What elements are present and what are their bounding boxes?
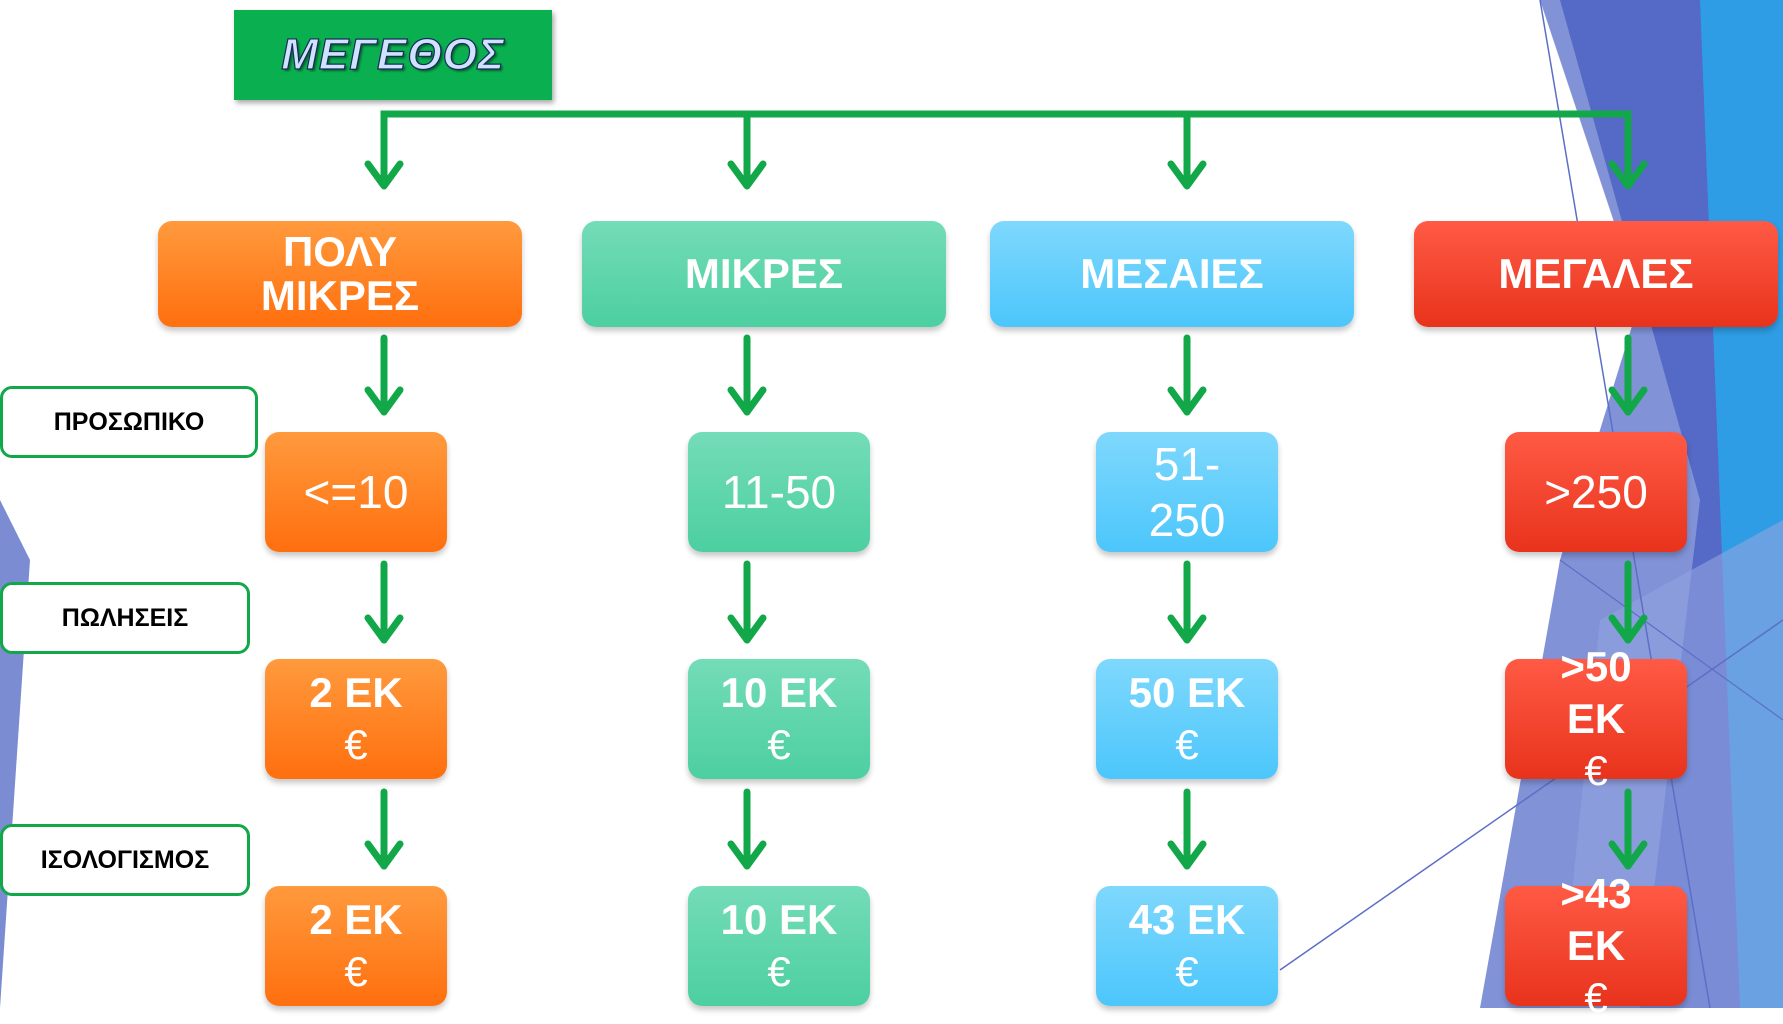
arrowhead [1167,160,1207,190]
row-label-balance: ΙΣΟΛΟΓΙΣΜΟΣ [0,824,250,896]
category-very-small: ΠΟΛΥ ΜΙΚΡΕΣ [158,221,522,327]
arrowhead [1608,614,1648,644]
value-text: 50 ΕΚ [1128,669,1246,716]
arrowhead [364,614,404,644]
arrowhead [1608,840,1648,870]
value-text-line1: >43 [1560,870,1632,917]
sales-value-medium: 50 ΕΚ € [1096,659,1278,779]
sales-value-very-small: 2 ΕΚ € [265,659,447,779]
arrowhead [1167,840,1207,870]
value-text-line1: 51- [1153,438,1221,490]
arrowhead [727,386,767,416]
category-label: ΜΕΓΑΛΕΣ [1498,250,1694,297]
arrowhead [727,160,767,190]
category-large: ΜΕΓΑΛΕΣ [1414,221,1778,327]
title-box: ΜΕΓΕΘΟΣ [234,10,552,100]
euro-unit: € [767,948,791,995]
balance-value-large: >43 ΕΚ € [1505,870,1687,1021]
euro-unit: € [1584,747,1608,794]
category-medium: ΜΕΣΑΙΕΣ [990,221,1354,327]
category-label-line2: ΜΙΚΡΕΣ [260,272,420,319]
value-text: <=10 [303,466,409,518]
category-label: ΜΙΚΡΕΣ [684,250,844,297]
balance-value-small: 10 ΕΚ € [688,886,870,1006]
staff-value-large: >250 [1505,432,1687,552]
value-text: 10 ΕΚ [720,896,838,943]
value-text: 2 ΕΚ [309,669,403,716]
euro-unit: € [1175,948,1199,995]
arrowhead [364,840,404,870]
value-text: >250 [1544,466,1648,518]
euro-unit: € [767,721,791,768]
balance-value-very-small: 2 ΕΚ € [265,886,447,1006]
row-label-sales: ΠΩΛΗΣΕΙΣ [0,582,250,654]
arrowhead [1167,386,1207,416]
arrowhead [1608,160,1648,190]
value-text-line2: ΕΚ [1566,695,1626,742]
sales-value-large: >50 ΕΚ € [1505,643,1687,794]
arrowhead [1608,386,1648,416]
euro-unit: € [344,948,368,995]
category-small: ΜΙΚΡΕΣ [582,221,946,327]
arrowhead [727,840,767,870]
arrowhead [727,614,767,644]
arrowhead [364,160,404,190]
value-text: 2 ΕΚ [309,896,403,943]
staff-value-very-small: <=10 [265,432,447,552]
euro-unit: € [1584,974,1608,1021]
value-text-line2: ΕΚ [1566,922,1626,969]
euro-unit: € [1175,721,1199,768]
value-text: 10 ΕΚ [720,669,838,716]
staff-value-small: 11-50 [688,432,870,552]
value-text-line2: 250 [1148,494,1226,546]
diagram-title: ΜΕΓΕΘΟΣ [281,29,505,79]
balance-value-medium: 43 ΕΚ € [1096,886,1278,1006]
row-label-staff: ΠΡΟΣΩΠΙΚΟ [0,386,258,458]
sales-value-small: 10 ΕΚ € [688,659,870,779]
value-text-line1: >50 [1560,643,1632,690]
arrowhead [1167,614,1207,644]
category-label: ΜΕΣΑΙΕΣ [1080,250,1264,297]
arrowhead [364,386,404,416]
value-text: 43 ΕΚ [1128,896,1246,943]
staff-value-medium: 51- 250 [1096,432,1278,552]
category-label-line1: ΠΟΛΥ [282,228,398,275]
euro-unit: € [344,721,368,768]
value-text: 11-50 [721,466,837,518]
